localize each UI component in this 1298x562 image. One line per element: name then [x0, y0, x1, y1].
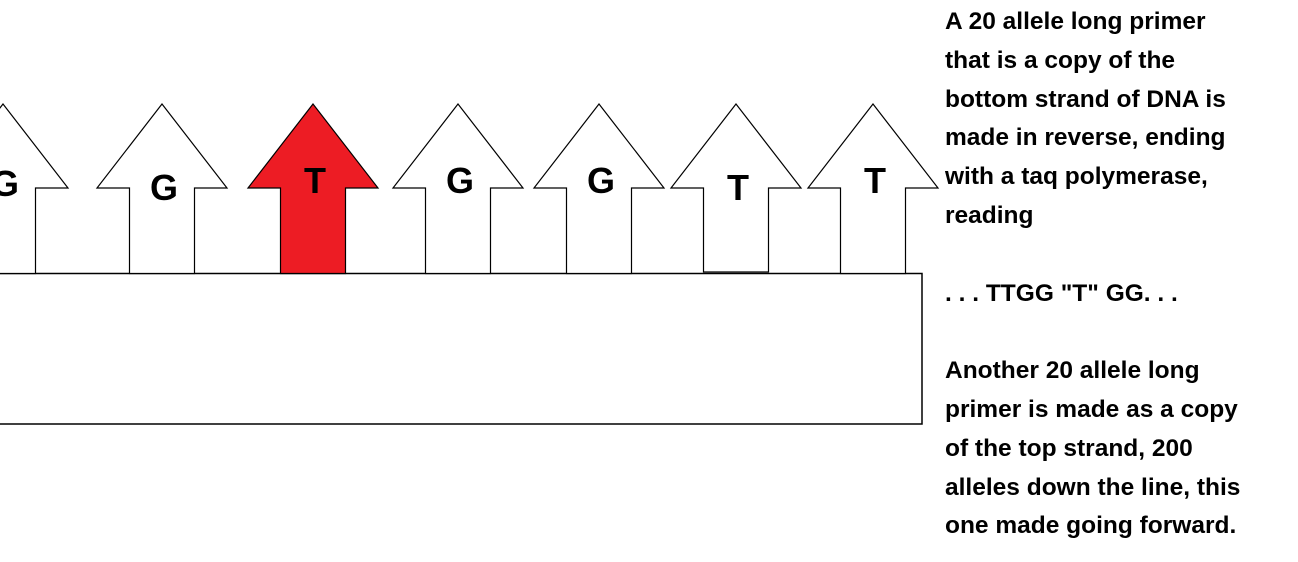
blank-line	[945, 313, 1240, 352]
explanation-text: A 20 allele long primer that is a copy of…	[945, 3, 1240, 546]
nucleotide-arrow-g: G	[95, 103, 229, 275]
text-line: A 20 allele long primer	[945, 8, 1206, 35]
arrow-shape	[391, 103, 525, 275]
arrow-shape	[95, 103, 229, 275]
text-line: primer is made as a copy	[945, 395, 1238, 423]
blank-line	[945, 236, 1240, 275]
dna-strand-bar	[0, 272, 923, 425]
arrow-shape	[0, 103, 70, 275]
text-line: . . . TTGG "T" GG. . .	[945, 279, 1178, 307]
arrow-shape	[532, 103, 666, 275]
arrow-shape	[806, 103, 940, 275]
nucleotide-letter: T	[727, 167, 749, 208]
nucleotide-arrow-t: T	[669, 103, 803, 273]
highlighted-arrow-shape	[246, 103, 380, 275]
text-line: alleles down the line, this	[945, 473, 1241, 501]
nucleotide-letter: G	[587, 160, 615, 201]
nucleotide-arrow-g: G	[391, 103, 525, 275]
text-line: Another 20 allele long	[945, 357, 1200, 385]
text-line: one made going forward.	[945, 512, 1237, 540]
text-line: of the top strand, 200	[945, 434, 1193, 462]
arrow-shape	[669, 103, 803, 273]
nucleotide-arrow-t: T	[806, 103, 940, 275]
nucleotide-letter: G	[0, 163, 19, 204]
nucleotide-letter: T	[864, 160, 886, 201]
nucleotide-letter: G	[446, 160, 474, 201]
text-line: made in reverse, ending	[945, 124, 1226, 152]
nucleotide-letter: G	[150, 167, 178, 208]
text-line: with a taq polymerase,	[945, 163, 1208, 191]
nucleotide-letter: T	[304, 160, 326, 201]
text-line: reading	[945, 201, 1034, 229]
nucleotide-arrow-g: G	[0, 103, 70, 275]
text-line: that is a copy of the	[945, 46, 1176, 74]
text-line: bottom strand of DNA is	[945, 85, 1226, 113]
nucleotide-arrow-t: T	[246, 103, 380, 275]
nucleotide-arrow-g: G	[532, 103, 666, 275]
